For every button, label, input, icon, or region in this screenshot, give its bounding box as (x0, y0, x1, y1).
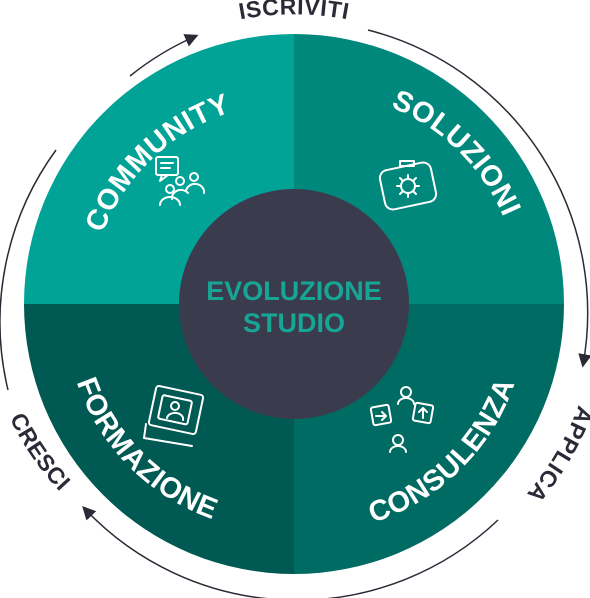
cycle-arrows (0, 29, 590, 598)
community-chat-icon (155, 156, 206, 206)
center-circle (179, 189, 409, 419)
arrow-applica-to-cresci (82, 506, 499, 598)
gear-briefcase-icon (378, 160, 438, 211)
arrow-cresci-up (0, 149, 57, 391)
cycle-label-iscriviti: ISCRIVITI (237, 0, 352, 24)
center-title-line2: STUDIO (243, 308, 345, 338)
consultation-icon (369, 386, 435, 453)
video-lesson-icon (143, 385, 205, 447)
arrow-iscriviti-to-applica (367, 29, 590, 368)
center-title-line1: EVOLUZIONE (206, 276, 382, 306)
arrow-to-iscriviti (129, 34, 199, 77)
